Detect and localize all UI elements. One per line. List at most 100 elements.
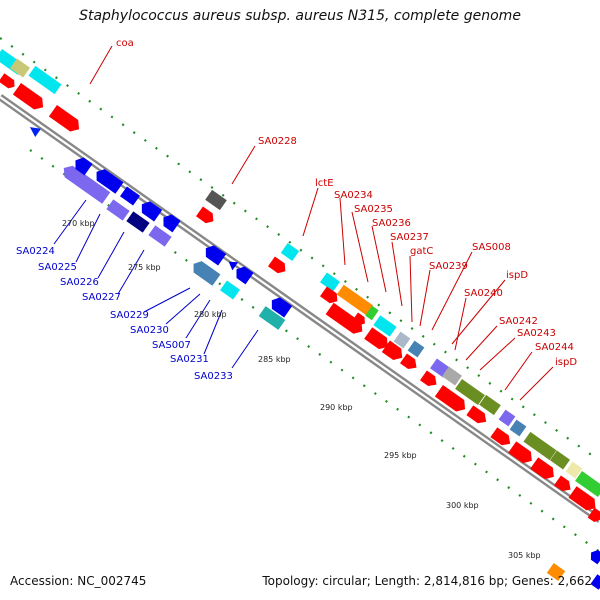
gene-arrow-blue (205, 245, 227, 266)
leaders-reverse (53, 199, 259, 369)
tick-280: 280 kbp (194, 310, 227, 319)
label-SA0229: SA0229 (110, 310, 149, 321)
label-SA0225: SA0225 (38, 262, 77, 273)
gene-arrow-red (400, 353, 417, 370)
label-SA0240: SA0240 (464, 288, 503, 299)
gene-arrow-red (508, 441, 532, 464)
gene-khaki (10, 58, 30, 78)
gene-arrow-red (0, 73, 15, 89)
gene-arrow-red (364, 327, 388, 350)
label-ispD: ispD (506, 270, 528, 281)
label-SAS007: SAS007 (152, 340, 191, 351)
gene-arrow-blue (29, 127, 41, 137)
gene-arrow-red (48, 105, 80, 132)
gene-grey (205, 189, 227, 211)
gene-arrow-blue (96, 169, 124, 194)
gene-arrow-red (196, 206, 214, 224)
gene-blue (120, 186, 140, 206)
label-SA0237: SA0237 (390, 232, 429, 243)
tick-270: 270 kbp (62, 219, 95, 228)
gene-purple (106, 199, 130, 221)
map-title: Staphylococcus aureus subsp. aureus N315… (79, 8, 521, 24)
label-SAS008: SAS008 (472, 242, 511, 253)
gene-arrow-red (12, 83, 44, 110)
gene-arrow-red (530, 457, 554, 480)
label-ispD-2: ispD (555, 357, 577, 368)
tick-290: 290 kbp (320, 403, 353, 412)
label-SA0233: SA0233 (194, 371, 233, 382)
gene-arrow-red (490, 427, 511, 446)
features[interactable] (0, 49, 600, 590)
gene-arrow-red (434, 385, 466, 412)
tick-295: 295 kbp (384, 451, 417, 460)
tick-300: 300 kbp (446, 501, 479, 510)
gene-arrow-blue (236, 266, 254, 285)
gene-arrow-red (352, 312, 365, 326)
gene-teal (258, 306, 286, 330)
label-SA0224: SA0224 (16, 246, 55, 257)
gene-arrow-blue (590, 549, 600, 565)
accession-text: Accession: NC_002745 (10, 574, 147, 588)
label-SA0239: SA0239 (429, 261, 468, 272)
label-SA0242: SA0242 (499, 316, 538, 327)
gene-arrow-red (554, 475, 571, 492)
label-SA0231: SA0231 (170, 354, 209, 365)
backbone-inner (0, 96, 600, 521)
gene-steel (509, 419, 527, 437)
label-SA0236: SA0236 (372, 218, 411, 229)
gene-blue (590, 574, 600, 590)
gene-arrow-blue (271, 297, 293, 318)
label-SA0230: SA0230 (130, 325, 169, 336)
gene-grey (442, 366, 462, 386)
label-SA0234: SA0234 (334, 190, 373, 201)
gene-olive (479, 394, 501, 416)
gene-arrow-red (381, 340, 403, 361)
gene-arrow-red (466, 405, 487, 424)
gene-navy (126, 211, 150, 233)
gene-orange (546, 563, 566, 581)
gene-lightsteel (393, 331, 411, 349)
backbone (0, 94, 600, 523)
tick-275: 275 kbp (128, 263, 161, 272)
label-SA0235: SA0235 (354, 204, 393, 215)
gene-olive (550, 450, 570, 470)
gene-cyan (280, 243, 300, 261)
label-SA0244: SA0244 (535, 342, 574, 353)
label-gatC: gatC (410, 246, 433, 257)
gene-cyan (28, 65, 62, 95)
gene-arrow-red (420, 370, 437, 387)
label-coa: coa (116, 38, 134, 49)
gene-orange (336, 284, 374, 316)
gene-arrow-steel (193, 261, 221, 286)
gene-cyan (320, 272, 340, 292)
labels-forward: coa SA0228 lctE SA0234 SA0235 SA0236 SA0… (116, 38, 577, 368)
gene-arrow-red (320, 286, 338, 304)
gene-arrow-purple (63, 165, 111, 204)
gene-cyan (220, 280, 240, 300)
tick-285: 285 kbp (258, 355, 291, 364)
label-SA0226: SA0226 (60, 277, 99, 288)
gene-green (365, 305, 379, 321)
gene-arrow-blue (228, 261, 239, 271)
gene-olive (523, 431, 557, 461)
gene-steel (407, 340, 425, 358)
labels-reverse: SA0224 SA0225 SA0226 SA0227 SA0229 SA023… (16, 246, 233, 382)
gene-arrow-blue (75, 157, 93, 176)
gene-arrow-blue (141, 201, 163, 222)
gene-arrow-red (268, 256, 286, 274)
gene-arrow-red (587, 507, 600, 523)
label-lctE: lctE (315, 178, 334, 189)
label-SA0228: SA0228 (258, 136, 297, 147)
gene-paleyellow (565, 461, 583, 479)
leaders-forward (89, 45, 554, 401)
gene-olive (455, 379, 485, 405)
gene-purple (498, 409, 516, 427)
gene-arrow-blue (163, 214, 181, 233)
tick-305: 305 kbp (508, 551, 541, 560)
label-SA0227: SA0227 (82, 292, 121, 303)
gene-green (575, 471, 600, 497)
gene-purple (148, 225, 172, 247)
scale-labels: 270 kbp 275 kbp 280 kbp 285 kbp 290 kbp … (62, 219, 541, 560)
gene-cyan (373, 315, 397, 337)
